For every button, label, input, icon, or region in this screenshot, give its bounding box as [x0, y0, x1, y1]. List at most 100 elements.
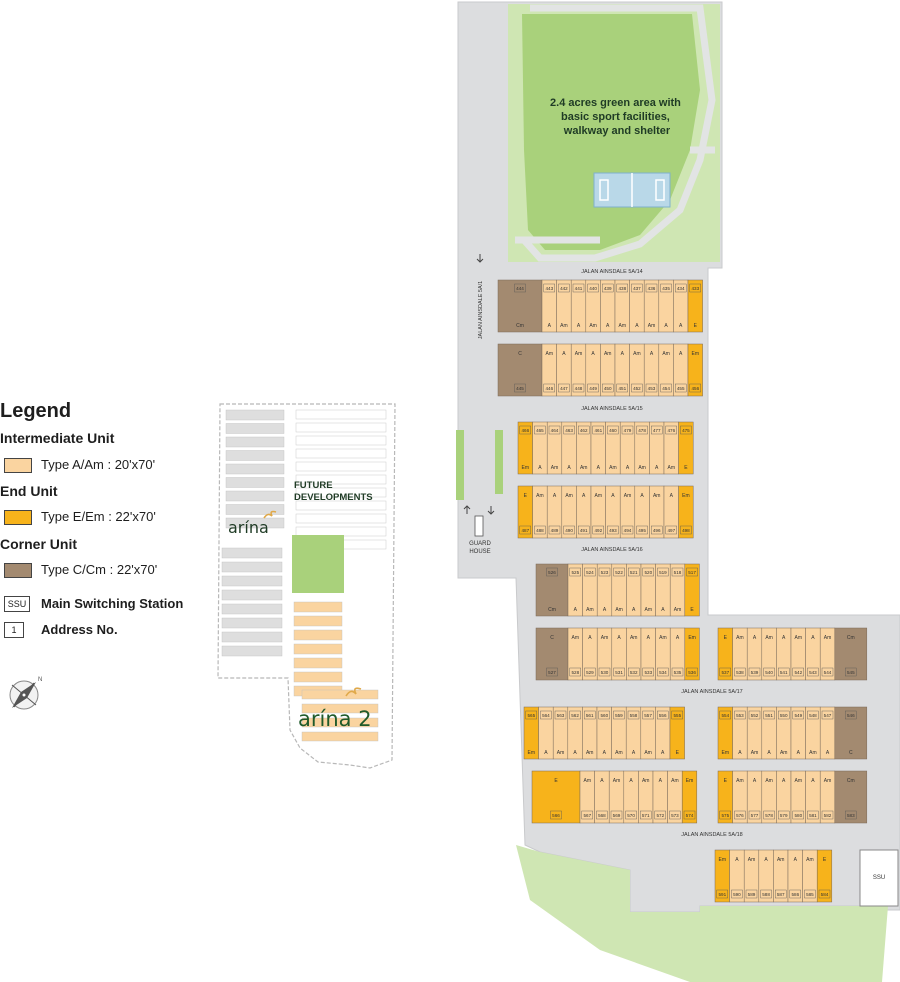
address-box [804, 889, 816, 899]
lot-unit[interactable] [834, 706, 868, 760]
lot-unit[interactable] [497, 279, 543, 333]
address-box [584, 567, 596, 577]
lot-unit[interactable] [678, 485, 694, 539]
lot-unit[interactable] [531, 770, 581, 824]
lot-type: Am [648, 323, 656, 329]
median-green-right [495, 430, 503, 494]
address-box [665, 425, 677, 435]
key-plan-row [295, 448, 387, 459]
address-legend-box: 1 [4, 622, 24, 638]
lot-type: E [823, 857, 827, 863]
lot-type: A [764, 857, 768, 863]
lot-number: 570 [627, 813, 635, 818]
lot-type: Am [624, 493, 632, 499]
lot-number: 528 [571, 670, 579, 675]
lot-type: Am [546, 351, 554, 357]
address-box [546, 667, 558, 677]
lot-number: 535 [674, 670, 682, 675]
lot-number: 552 [751, 713, 759, 718]
key-plan-row [221, 617, 283, 629]
key-plan-row [295, 513, 387, 524]
address-box [734, 710, 746, 720]
lot-type: A [626, 465, 630, 471]
address-box [543, 283, 555, 293]
lot-number: 522 [615, 570, 623, 575]
address-box [845, 710, 857, 720]
lot-number: 565 [527, 713, 535, 718]
lot-unit[interactable] [834, 627, 868, 681]
address-box [569, 667, 581, 677]
lot-number: 494 [624, 528, 632, 533]
corner-unit-label: Type C/Cm : 22'x70' [41, 562, 158, 577]
lot-number: 558 [630, 713, 638, 718]
lot-type: A [629, 778, 633, 784]
green-area-label: 2.4 acres green area with basic sport fa… [550, 97, 684, 137]
lot-unit[interactable] [681, 770, 698, 824]
address-box [631, 283, 643, 293]
lot-number: 439 [604, 286, 612, 291]
lot-unit[interactable] [687, 279, 703, 333]
lot-number: 454 [662, 386, 670, 391]
address-box [607, 525, 619, 535]
lot-number: 578 [765, 813, 773, 818]
lot-unit[interactable] [678, 421, 694, 475]
address-box [719, 710, 731, 720]
lot-number: 587 [777, 892, 785, 897]
lot-type: A [676, 635, 680, 641]
lot-number: 536 [688, 670, 696, 675]
address-box [613, 567, 625, 577]
lot-unit[interactable] [684, 627, 700, 681]
lot-number: 553 [736, 713, 744, 718]
lot-type: Am [586, 750, 594, 756]
lot-type: Am [589, 323, 597, 329]
lot-type: Am [765, 635, 773, 641]
lot-unit[interactable] [816, 849, 833, 903]
address-box [584, 710, 596, 720]
address-box [792, 667, 804, 677]
lot-type: E [694, 323, 698, 329]
lot-unit[interactable] [834, 770, 868, 824]
lot-number: 577 [751, 813, 759, 818]
lot-number: 550 [780, 713, 788, 718]
lot-unit[interactable] [684, 563, 700, 617]
address-box [587, 283, 599, 293]
lot-number: 590 [733, 892, 741, 897]
address-box [540, 710, 552, 720]
lot-number: 544 [824, 670, 832, 675]
lot-unit[interactable] [535, 563, 569, 617]
key-plan-row [295, 435, 387, 446]
lot-number: 557 [644, 713, 652, 718]
lot-unit[interactable] [669, 706, 685, 760]
lot-number: 521 [630, 570, 638, 575]
address-box [602, 283, 614, 293]
lot-unit[interactable] [535, 627, 569, 681]
key-plan-row [301, 689, 379, 700]
lot-unit[interactable] [687, 343, 703, 397]
lot-number: 542 [794, 670, 802, 675]
lot-number: 493 [609, 528, 617, 533]
address-box [563, 525, 575, 535]
lot-number: 538 [736, 670, 744, 675]
key-plan-row [295, 500, 387, 511]
lot-type: Am [604, 351, 612, 357]
address-box [748, 667, 761, 677]
lot-block: 487E488Am489A490Am491A492Am493A494Am495A… [517, 485, 694, 539]
arina-logo: arína [228, 518, 269, 537]
lot-type: A [538, 465, 542, 471]
address-box [657, 667, 669, 677]
address-box [572, 383, 585, 393]
key-plan-row [295, 474, 387, 485]
address-box [675, 383, 687, 393]
address-box [569, 567, 581, 577]
lot-number: 518 [674, 570, 682, 575]
lot-type: A [600, 778, 604, 784]
lot-type: A [661, 750, 665, 756]
sports-court-lines [599, 173, 665, 207]
lot-number: 448 [575, 386, 583, 391]
lot-number: 455 [677, 386, 685, 391]
end-unit-heading: End Unit [0, 483, 58, 499]
ssu-legend-box: SSU [4, 596, 30, 612]
